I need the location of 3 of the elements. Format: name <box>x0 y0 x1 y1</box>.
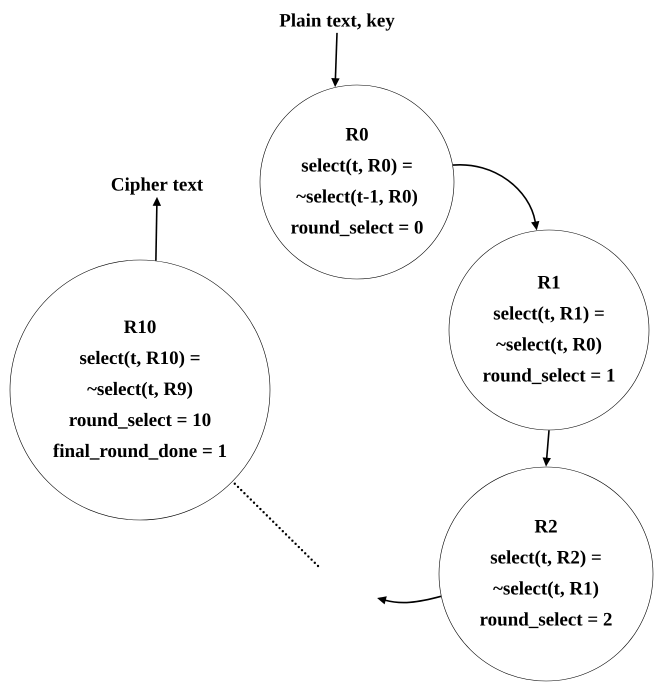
input-label: Plain text, key <box>280 13 395 31</box>
output-label: Cipher text <box>112 177 204 195</box>
dotted-line <box>231 480 320 568</box>
